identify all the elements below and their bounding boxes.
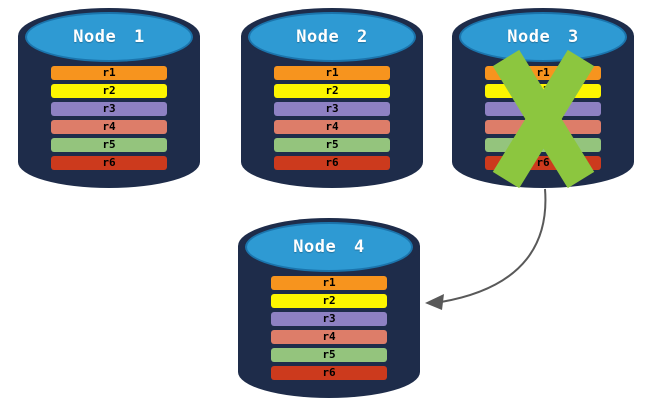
partition-r4: r4 bbox=[51, 120, 167, 134]
partition-r1: r1 bbox=[485, 66, 601, 80]
partition-r3: r3 bbox=[51, 102, 167, 116]
partition-list: r1 r2 r3 r4 r5 r6 bbox=[271, 276, 387, 380]
partition-r2: r2 bbox=[485, 84, 601, 98]
partition-r5: r5 bbox=[485, 138, 601, 152]
cylinder-top: Node 1 bbox=[25, 12, 193, 62]
partition-r5: r5 bbox=[51, 138, 167, 152]
partition-r2: r2 bbox=[274, 84, 390, 98]
node-2-cylinder: Node 2 r1 r2 r3 r4 r5 r6 bbox=[241, 8, 423, 188]
partition-r3: r3 bbox=[271, 312, 387, 326]
node-3-cylinder: Node 3 r1 r2 r3 r4 r5 r6 bbox=[452, 8, 634, 188]
partition-r4: r4 bbox=[271, 330, 387, 344]
node-label: Node 1 bbox=[73, 27, 145, 47]
partition-list: r1 r2 r3 r4 r5 r6 bbox=[485, 66, 601, 170]
partition-r4: r4 bbox=[274, 120, 390, 134]
partition-r3: r3 bbox=[274, 102, 390, 116]
partition-r1: r1 bbox=[51, 66, 167, 80]
partition-r6: r6 bbox=[485, 156, 601, 170]
partition-list: r1 r2 r3 r4 r5 r6 bbox=[274, 66, 390, 170]
node-label: Node 4 bbox=[293, 237, 365, 257]
partition-r2: r2 bbox=[271, 294, 387, 308]
cylinder-top: Node 2 bbox=[248, 12, 416, 62]
node-4-cylinder: Node 4 r1 r2 r3 r4 r5 r6 bbox=[238, 218, 420, 398]
partition-list: r1 r2 r3 r4 r5 r6 bbox=[51, 66, 167, 170]
partition-r5: r5 bbox=[274, 138, 390, 152]
partition-r4: r4 bbox=[485, 120, 601, 134]
node-label: Node 3 bbox=[507, 27, 579, 47]
partition-r2: r2 bbox=[51, 84, 167, 98]
cylinder-top: Node 3 bbox=[459, 12, 627, 62]
partition-r1: r1 bbox=[271, 276, 387, 290]
partition-r5: r5 bbox=[271, 348, 387, 362]
node-1-cylinder: Node 1 r1 r2 r3 r4 r5 r6 bbox=[18, 8, 200, 188]
partition-r6: r6 bbox=[271, 366, 387, 380]
node-label: Node 2 bbox=[296, 27, 368, 47]
partition-r1: r1 bbox=[274, 66, 390, 80]
cylinder-top: Node 4 bbox=[245, 222, 413, 272]
partition-r6: r6 bbox=[274, 156, 390, 170]
partition-r6: r6 bbox=[51, 156, 167, 170]
partition-r3: r3 bbox=[485, 102, 601, 116]
failover-arrow bbox=[425, 188, 547, 310]
